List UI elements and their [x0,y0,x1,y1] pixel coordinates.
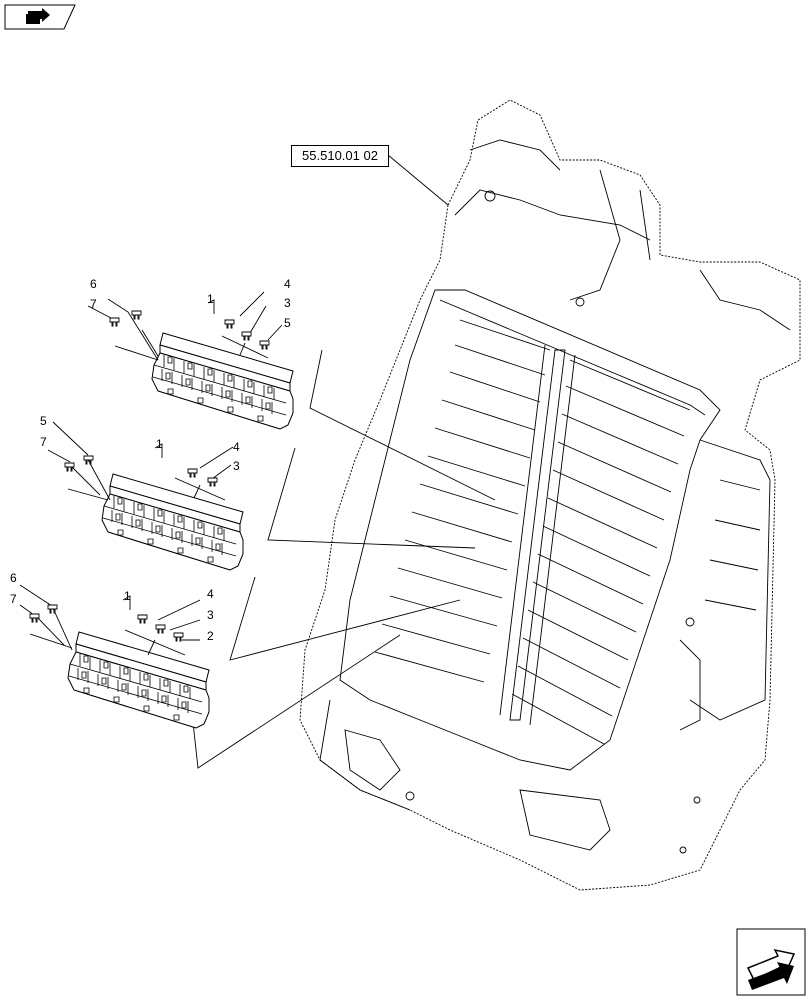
book-arrow-icon [4,4,76,30]
callout-middle-7: 7 [40,435,47,449]
callout-bottom-7: 7 [10,592,17,606]
callout-middle-4: 4 [233,440,240,454]
reference-label[interactable]: 55.510.01 02 [291,145,389,167]
callout-middle-5: 5 [40,414,47,428]
fuse-assembly-bottom: 6 7 1 4 3 2 [10,571,214,729]
fuse-assembly-top: 6 7 1 4 3 5 [87,277,294,430]
callout-bottom-3: 3 [207,608,214,622]
callout-top-3: 3 [284,296,291,310]
next-page-button[interactable] [736,928,806,996]
callout-top-1: 1 [207,292,214,306]
callout-top-5: 5 [284,316,291,330]
callout-top-6: 6 [90,277,97,291]
callout-bottom-6: 6 [10,571,17,585]
page-arrow-icon [736,928,806,996]
back-to-index-button[interactable] [4,4,76,30]
callout-top-4: 4 [284,277,291,291]
callout-bottom-1: 1 [124,589,131,603]
housing-illustration [299,99,801,891]
callout-bottom-2: 2 [207,629,214,643]
callout-bottom-4: 4 [207,587,214,601]
callout-top-7: 7 [90,297,97,311]
fuse-assembly-middle: 5 7 1 4 3 [40,414,244,571]
callout-middle-3: 3 [233,459,240,473]
callout-middle-1: 1 [156,437,163,451]
